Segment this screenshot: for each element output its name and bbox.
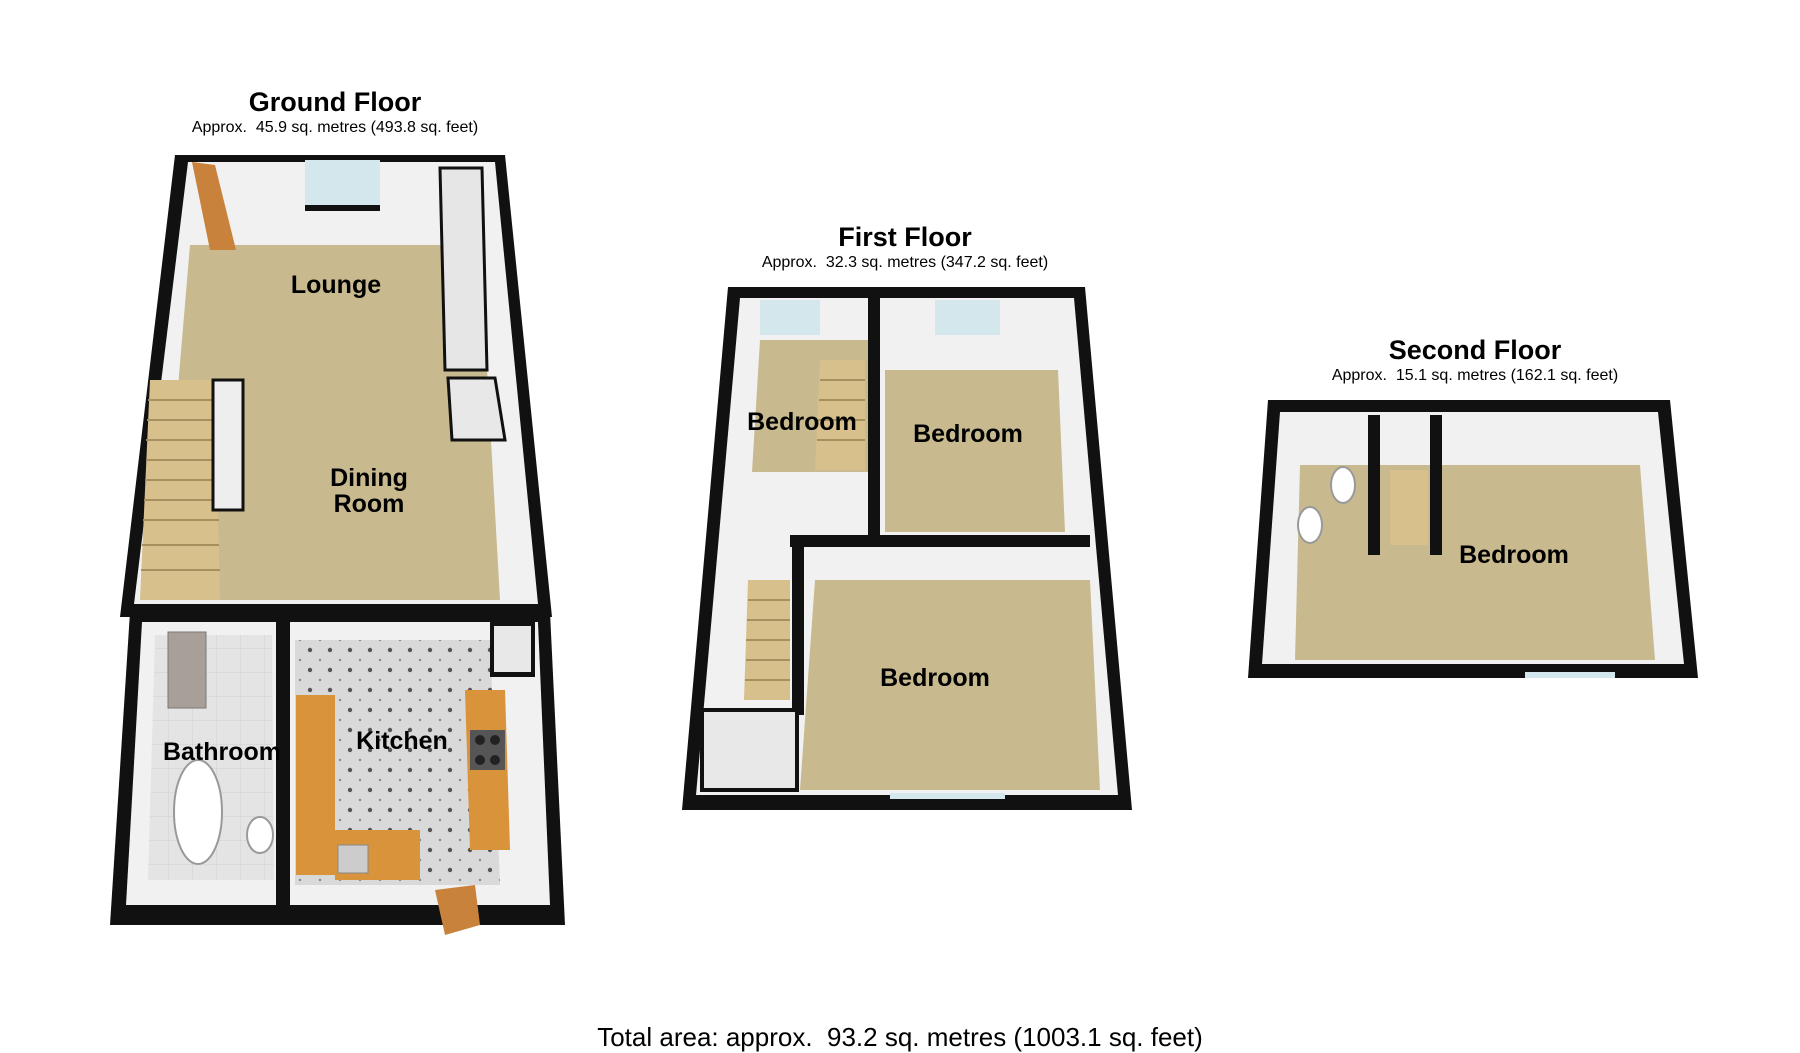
- ground-floor-heading: Ground Floor Approx. 45.9 sq. metres (49…: [150, 86, 520, 138]
- ground-floor-plan: [110, 155, 565, 935]
- second-floor-title: Second Floor: [1388, 335, 1562, 365]
- room-label-lounge: Lounge: [291, 271, 381, 299]
- room-label-bathroom: Bathroom: [163, 738, 281, 766]
- ground-floor-title: Ground Floor: [248, 87, 422, 117]
- lounge-window: [305, 160, 380, 210]
- room-label-small-bedroom: Bedroom: [747, 408, 857, 436]
- landing-wall: [792, 535, 804, 715]
- lounge-dining-floor: [160, 245, 500, 600]
- room-label-bedroom-three: Bedroom: [880, 664, 990, 692]
- kitchen-hob: [470, 730, 505, 770]
- kitchen-floor: [295, 640, 500, 885]
- second-floor-window: [1525, 672, 1615, 678]
- bath-tub: [173, 759, 223, 865]
- lounge-window-sill: [305, 205, 380, 211]
- ensuite-basin: [1297, 506, 1323, 544]
- first-floor-area: Approx. 32.3 sq. metres (347.2 sq. feet): [761, 254, 1049, 271]
- hob-burner-3: [475, 755, 485, 765]
- stair-partition: [1430, 415, 1442, 555]
- kitchen-sink: [337, 844, 369, 874]
- bedroom-two-window: [935, 300, 1000, 335]
- toilet: [246, 816, 274, 854]
- second-floor-plan: [1248, 400, 1698, 678]
- under-stairs-cupboard: [211, 378, 245, 512]
- dining-alcove: [446, 376, 507, 442]
- first-floor-stair-treads: [745, 379, 865, 681]
- bedroom-two-floor: [885, 370, 1065, 532]
- kitchen-back-door: [435, 885, 480, 935]
- ensuite-toilet: [1330, 466, 1356, 504]
- bathroom-kitchen-partition: [276, 618, 290, 908]
- partition-wall-horizontal: [790, 535, 1090, 547]
- first-floor-plan: [682, 287, 1132, 810]
- landing-cupboard: [700, 708, 799, 792]
- chimney-breast: [438, 166, 489, 372]
- bedroom-three-window: [890, 793, 1005, 799]
- room-label-dining-room: Room: [334, 490, 405, 518]
- ensuite-partition: [1368, 415, 1380, 555]
- bedroom-three-floor: [800, 580, 1100, 790]
- front-door: [192, 162, 236, 250]
- bathroom-vanity: [167, 631, 207, 709]
- room-label-dining: Dining: [330, 464, 408, 492]
- second-floor-heading: Second Floor Approx. 15.1 sq. metres (16…: [1290, 334, 1660, 386]
- ground-stair-treads: [141, 399, 220, 571]
- ground-stairs: [140, 380, 220, 600]
- second-floor-stairs: [1390, 470, 1428, 545]
- kitchen-chimney-inner: [494, 626, 531, 672]
- small-bedroom-window: [760, 300, 820, 335]
- kitchen-worktop-left: [296, 695, 335, 875]
- ground-floor-area: Approx. 45.9 sq. metres (493.8 sq. feet): [191, 119, 479, 136]
- total-area: Total area: approx. 93.2 sq. metres (100…: [597, 1022, 1203, 1052]
- hob-burner-1: [475, 735, 485, 745]
- second-floor-bedroom-floor: [1295, 465, 1655, 660]
- partition-wall-vertical: [868, 295, 880, 545]
- first-floor-title: First Floor: [838, 222, 972, 252]
- room-label-kitchen: Kitchen: [356, 727, 448, 755]
- first-floor-heading: First Floor Approx. 32.3 sq. metres (347…: [720, 221, 1090, 273]
- hob-burner-2: [490, 735, 500, 745]
- hob-burner-4: [490, 755, 500, 765]
- room-label-second-floor-bedroom: Bedroom: [1459, 541, 1569, 569]
- room-label-bedroom-two: Bedroom: [913, 420, 1023, 448]
- first-floor-stairs-upper: [815, 360, 865, 470]
- second-floor-area: Approx. 15.1 sq. metres (162.1 sq. feet): [1331, 367, 1619, 384]
